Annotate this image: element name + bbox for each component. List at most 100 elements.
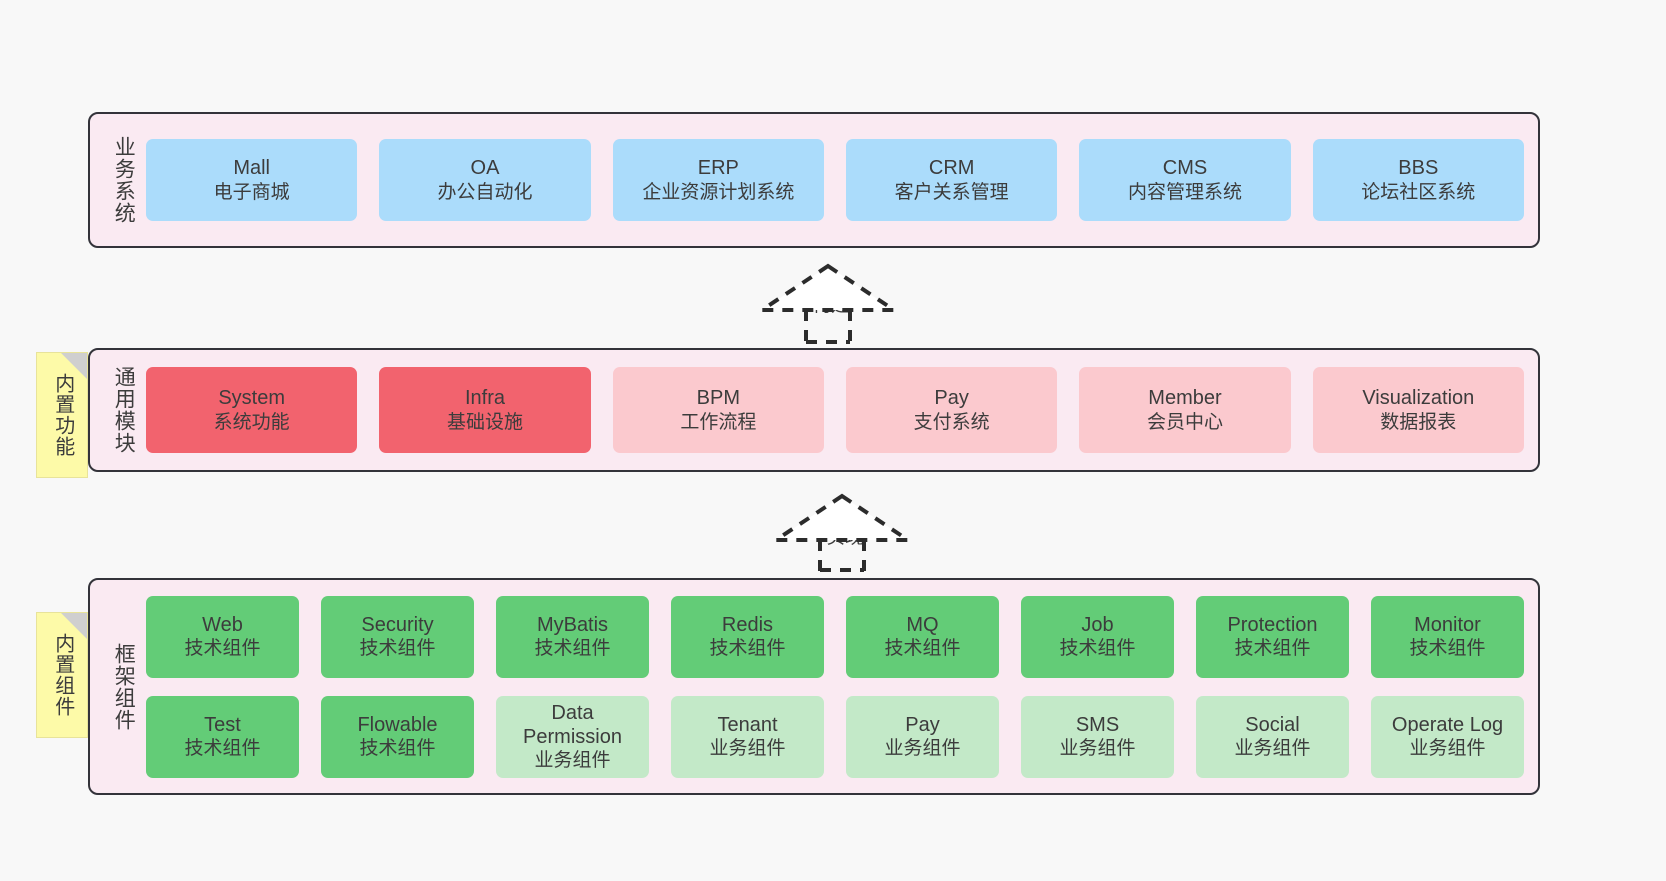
card-mybatis[interactable]: MyBatis 技术组件 (496, 595, 649, 678)
card-job[interactable]: Job 技术组件 (1021, 595, 1174, 678)
card-mq[interactable]: MQ 技术组件 (846, 595, 999, 678)
card-sms-subtitle: 业务组件 (1059, 738, 1136, 760)
card-social-title: Social (1245, 713, 1300, 736)
card-redis[interactable]: Redis 技术组件 (671, 595, 824, 678)
card-security[interactable]: Security 技术组件 (321, 595, 474, 678)
card-data-permission[interactable]: Data Permission 业务组件 (496, 695, 649, 778)
card-mall[interactable]: Mall 电子商城 (146, 139, 358, 221)
sticky-note-fold-icon (61, 353, 87, 379)
card-pay-component[interactable]: Pay 业务组件 (846, 695, 999, 778)
connector-build-arrow-icon (755, 263, 901, 346)
card-mall-subtitle: 电子商城 (213, 181, 290, 203)
card-member-subtitle: 会员中心 (1146, 411, 1223, 433)
card-tenant[interactable]: Tenant 业务组件 (671, 695, 824, 778)
card-pay-module-subtitle: 支付系统 (913, 411, 990, 433)
card-crm[interactable]: CRM 客户关系管理 (845, 139, 1058, 221)
card-bbs-title: BBS (1398, 157, 1439, 180)
card-tenant-subtitle: 业务组件 (709, 738, 786, 760)
card-job-subtitle: 技术组件 (1059, 638, 1136, 660)
common-modules-row: System 系统功能 Infra 基础设施 BPM 工作流程 Pay 支付系统… (146, 367, 1524, 453)
card-mall-title: Mall (233, 157, 270, 180)
card-pay-module[interactable]: Pay 支付系统 (845, 367, 1058, 453)
card-protection-title: Protection (1227, 613, 1318, 636)
card-infra[interactable]: Infra 基础设施 (379, 367, 591, 453)
card-erp-subtitle: 企业资源计划系统 (642, 181, 795, 203)
card-oa-subtitle: 办公自动化 (437, 181, 533, 203)
card-job-title: Job (1081, 613, 1114, 636)
card-oa[interactable]: OA 办公自动化 (379, 139, 591, 221)
card-system-title: System (218, 387, 285, 410)
card-cms-title: CMS (1162, 157, 1208, 180)
layer-framework-components: 框架组件 Web 技术组件 Security 技术组件 MyBatis 技术组件… (88, 578, 1540, 795)
card-protection[interactable]: Protection 技术组件 (1196, 595, 1349, 678)
card-web-title: Web (202, 613, 243, 636)
card-web-subtitle: 技术组件 (184, 638, 261, 660)
connector-build-stem-icon (806, 340, 850, 344)
sticky-note-builtin-features: 内置功能 (36, 352, 88, 478)
framework-components-row-technical: Web 技术组件 Security 技术组件 MyBatis 技术组件 Redi… (146, 595, 1524, 678)
card-pay-component-title: Pay (905, 713, 940, 736)
card-operate-log[interactable]: Operate Log 业务组件 (1371, 695, 1524, 778)
card-tenant-title: Tenant (717, 713, 778, 736)
sticky-note-builtin-components: 内置组件 (36, 612, 88, 738)
connector-realize-stem-end (772, 566, 912, 576)
card-sms[interactable]: SMS 业务组件 (1021, 695, 1174, 778)
card-flowable-subtitle: 技术组件 (359, 738, 436, 760)
card-data-permission-subtitle: 业务组件 (534, 750, 611, 772)
card-pay-component-subtitle: 业务组件 (884, 738, 961, 760)
card-operate-log-subtitle: 业务组件 (1409, 738, 1486, 760)
card-bbs-subtitle: 论坛社区系统 (1361, 181, 1476, 203)
card-test[interactable]: Test 技术组件 (146, 695, 299, 778)
card-infra-subtitle: 基础设施 (446, 411, 523, 433)
layer-common-modules-title: 通用模块 (112, 366, 136, 454)
card-pay-module-title: Pay (934, 387, 969, 410)
card-social-subtitle: 业务组件 (1234, 738, 1311, 760)
layer-common-modules-body: System 系统功能 Infra 基础设施 BPM 工作流程 Pay 支付系统… (146, 350, 1538, 470)
card-social[interactable]: Social 业务组件 (1196, 695, 1349, 778)
card-redis-subtitle: 技术组件 (709, 638, 786, 660)
card-mq-subtitle: 技术组件 (884, 638, 961, 660)
connector-build-stem-end (758, 338, 898, 348)
layer-framework-components-body: Web 技术组件 Security 技术组件 MyBatis 技术组件 Redi… (146, 580, 1538, 793)
card-monitor[interactable]: Monitor 技术组件 (1371, 595, 1524, 678)
card-mybatis-subtitle: 技术组件 (534, 638, 611, 660)
sticky-note-fold-icon (61, 613, 87, 639)
business-systems-row: Mall 电子商城 OA 办公自动化 ERP 企业资源计划系统 CRM 客户关系… (146, 139, 1524, 221)
card-bbs[interactable]: BBS 论坛社区系统 (1312, 139, 1524, 221)
card-member[interactable]: Member 会员中心 (1079, 367, 1291, 453)
layer-business-systems-title: 业务系统 (112, 136, 136, 224)
card-web[interactable]: Web 技术组件 (146, 595, 299, 678)
card-cms[interactable]: CMS 内容管理系统 (1079, 139, 1291, 221)
card-crm-subtitle: 客户关系管理 (894, 181, 1009, 203)
card-data-permission-title: Data Permission (523, 701, 622, 748)
card-security-subtitle: 技术组件 (359, 638, 436, 660)
card-flowable[interactable]: Flowable 技术组件 (321, 695, 474, 778)
card-monitor-title: Monitor (1414, 613, 1481, 636)
layer-framework-components-title: 框架组件 (112, 642, 136, 731)
card-mq-title: MQ (906, 613, 939, 636)
framework-components-row-business: Test 技术组件 Flowable 技术组件 Data Permission … (146, 695, 1524, 778)
card-monitor-subtitle: 技术组件 (1409, 638, 1486, 660)
card-security-title: Security (361, 613, 434, 636)
card-redis-title: Redis (721, 613, 774, 636)
card-operate-log-title: Operate Log (1391, 713, 1504, 736)
card-member-title: Member (1148, 387, 1222, 410)
card-bpm-subtitle: 工作流程 (680, 411, 757, 433)
card-test-title: Test (204, 713, 241, 736)
sticky-note-builtin-components-label: 内置组件 (51, 633, 74, 717)
card-erp[interactable]: ERP 企业资源计划系统 (612, 139, 824, 221)
card-system-subtitle: 系统功能 (213, 411, 290, 433)
card-infra-title: Infra (464, 387, 505, 410)
card-system[interactable]: System 系统功能 (146, 367, 358, 453)
card-cms-subtitle: 内容管理系统 (1127, 181, 1242, 203)
card-oa-title: OA (470, 157, 500, 180)
connector-realize-stem-icon (820, 568, 864, 572)
layer-common-modules: 通用模块 System 系统功能 Infra 基础设施 BPM 工作流程 Pay (88, 348, 1540, 472)
card-crm-title: CRM (928, 157, 975, 180)
connector-build (755, 262, 901, 346)
layer-business-systems-body: Mall 电子商城 OA 办公自动化 ERP 企业资源计划系统 CRM 客户关系… (146, 114, 1538, 246)
card-visualization[interactable]: Visualization 数据报表 (1312, 367, 1524, 453)
card-bpm[interactable]: BPM 工作流程 (612, 367, 824, 453)
card-visualization-subtitle: 数据报表 (1380, 411, 1457, 433)
card-sms-title: SMS (1075, 713, 1120, 736)
